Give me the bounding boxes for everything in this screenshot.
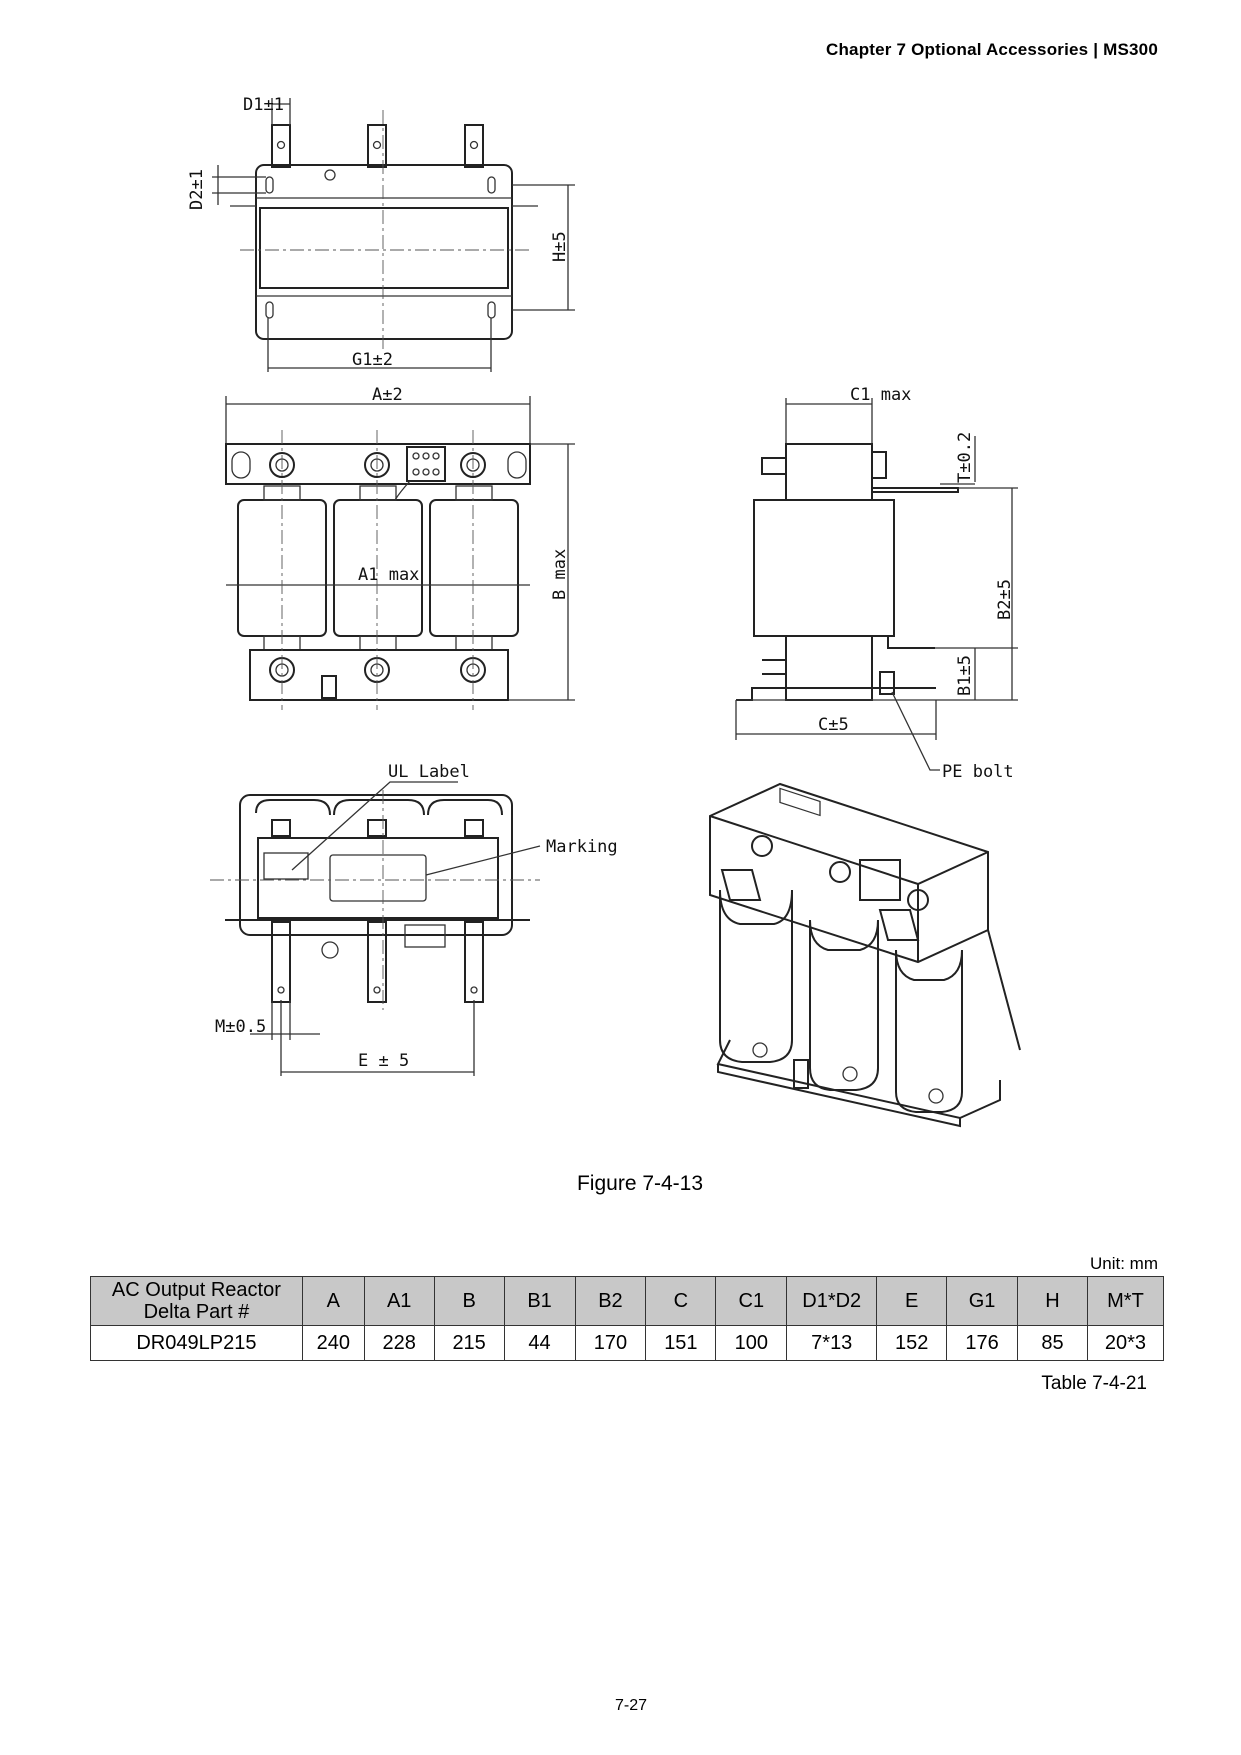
header-c: C [645,1276,717,1326]
figure-caption: Figure 7-4-13 [576,1172,704,1195]
header-e: E [876,1276,948,1326]
label-a: A±2 [372,385,403,405]
label-c1: C1 max [850,385,911,405]
cell-b1: 44 [503,1325,576,1361]
label-b1: B1±5 [955,655,975,696]
header-c1: C1 [715,1276,788,1326]
cell-c1: 100 [715,1325,788,1361]
label-b2: B2±5 [995,579,1015,620]
header-h: H [1017,1276,1088,1326]
table-header-row: AC Output Reactor Delta Part # A A1 B B1… [90,1276,1165,1326]
header-b: B [433,1276,505,1326]
cell-part-number: DR049LP215 [90,1325,303,1361]
top-view: D1±1 D2±1 H±5 G1±2 [187,95,575,372]
label-pe-bolt: PE bolt [942,762,1014,782]
cell-b: 215 [433,1325,505,1361]
unit-label: Unit: mm [1090,1254,1158,1273]
cell-e: 152 [876,1325,948,1361]
cell-g1: 176 [946,1325,1019,1361]
label-t: T±0.2 [955,432,975,483]
label-c: C±5 [818,715,849,735]
label-d1: D1±1 [243,95,284,115]
cell-d1d2: 7*13 [786,1325,878,1361]
header-a: A [301,1276,365,1326]
bottom-view: UL Label Marking M±0.5 E ± 5 [210,762,618,1076]
cell-b2: 170 [574,1325,647,1361]
header-g1: G1 [946,1276,1019,1326]
cell-a1: 228 [363,1325,435,1361]
page-number: 7-27 [614,1697,648,1714]
cell-a: 240 [301,1325,365,1361]
label-m: M±0.5 [215,1017,266,1037]
label-marking: Marking [546,837,618,857]
table-row: DR049LP215 240 228 215 44 170 151 100 7*… [90,1325,1165,1361]
cell-c: 151 [645,1325,717,1361]
label-g1: G1±2 [352,350,393,370]
label-e: E ± 5 [358,1051,409,1071]
header-a1: A1 [363,1276,435,1326]
header-d1d2: D1*D2 [786,1276,878,1326]
header-b1: B1 [503,1276,576,1326]
label-d2: D2±1 [187,169,207,210]
cell-h: 85 [1017,1325,1088,1361]
header-b2: B2 [574,1276,647,1326]
header-part-number: AC Output Reactor Delta Part # [90,1276,303,1326]
front-view: A±2 A1 max B max [225,385,575,710]
label-a1: A1 max [358,565,419,585]
label-ul-label: UL Label [388,762,470,782]
label-b: B max [550,549,570,600]
table-caption: Table 7-4-21 [1041,1373,1147,1394]
cell-mt: 20*3 [1086,1325,1165,1361]
page-header: Chapter 7 Optional Accessories | MS300 [825,40,1158,59]
isometric-view [709,782,1021,1128]
header-mt: M*T [1086,1276,1165,1326]
spec-table: AC Output Reactor Delta Part # A A1 B B1… [90,1276,1165,1361]
label-h: H±5 [550,231,570,262]
side-view: C1 max T±0.2 B2±5 B1±5 C±5 PE bolt [735,385,1018,782]
technical-drawing: D1±1 D2±1 H±5 G1±2 A±2 A1 max [187,95,1021,1128]
